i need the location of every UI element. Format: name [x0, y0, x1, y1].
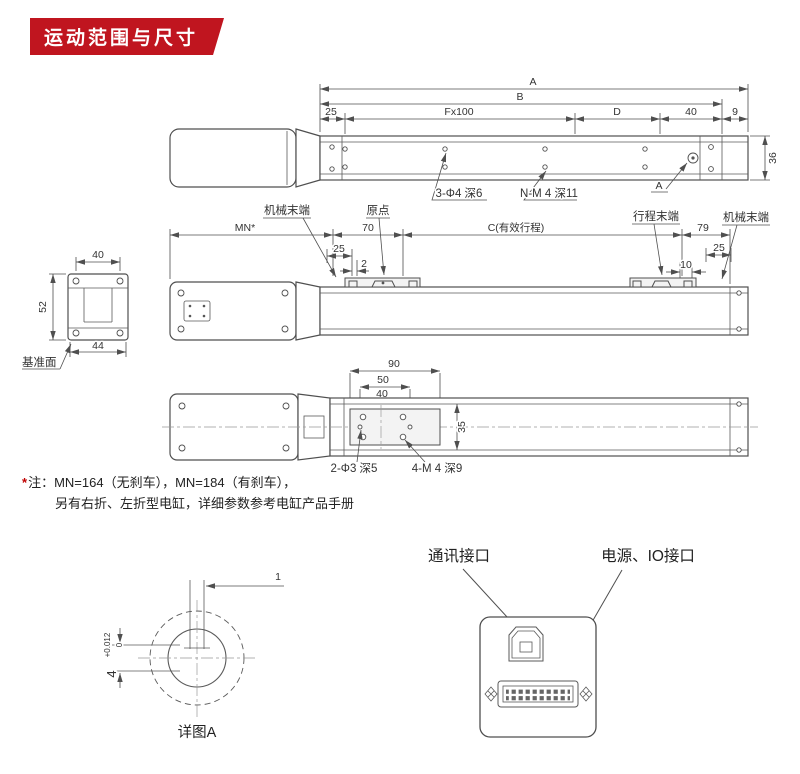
dim-25-top: 25: [325, 106, 337, 118]
dim-4: 4: [104, 670, 119, 677]
rail-body-top: [319, 135, 749, 181]
taper-top: [295, 128, 321, 188]
origin-label: 原点: [367, 204, 390, 217]
tolerance-upper: +0.012: [103, 632, 112, 657]
detail-a-view: 1 4 +0.012 0 详图A: [102, 570, 284, 743]
note-asterisk: *: [22, 475, 28, 490]
note-line-2: 另有右折、左折型电缸，详细参数参考电缸产品手册: [55, 496, 355, 511]
dim-90: 90: [388, 358, 400, 370]
dim-fx100: Fx100: [444, 106, 473, 118]
dim-35: 35: [456, 421, 468, 433]
dim-44: 44: [92, 340, 104, 352]
note-text-1: MN=164（无刹车），MN=184（有刹车），: [54, 475, 297, 490]
note-line-1: *注：MN=164（无刹车），MN=184（有刹车），: [22, 472, 354, 493]
note-label: 注：: [28, 475, 55, 490]
dim-79: 79: [697, 222, 709, 234]
dim-D: D: [613, 106, 621, 118]
dim-50: 50: [377, 374, 389, 386]
top-view: A B 25 Fx100 D 40 9 36 3-Φ: [169, 75, 781, 202]
bottom-view: 90 50 40: [162, 357, 758, 477]
section-body: [67, 273, 129, 341]
stroke-end-label: 行程末端: [633, 209, 679, 223]
dim-10: 10: [680, 259, 692, 271]
dim-9-top: 9: [732, 106, 738, 118]
taper-side: [295, 281, 321, 341]
motor-body-side: [169, 281, 297, 341]
dim-70: 70: [362, 222, 374, 234]
section-title-banner: 运动范围与尺寸: [30, 18, 224, 55]
dim-C-stroke: C(有效行程): [488, 221, 545, 234]
power-io-label: 电源、IO接口: [601, 547, 695, 565]
dim-1: 1: [275, 571, 281, 583]
threads-callout-bottom: 4-M 4 深9: [412, 461, 463, 475]
detail-a-marker: A: [655, 180, 662, 192]
dim-25-left: 25: [333, 243, 345, 255]
screw-left: [484, 686, 498, 702]
threads-callout-top: N-M 4 深11: [520, 186, 578, 200]
dim-B: B: [516, 91, 523, 103]
end-view: 40 52 44 基准面: [21, 248, 129, 371]
notes: *注：MN=164（无刹车），MN=184（有刹车）， 另有右折、左折型电缸，详…: [22, 472, 354, 514]
dim-40-top: 40: [685, 106, 697, 118]
detail-a-caption: 详图A: [178, 724, 217, 741]
io-connector: [497, 680, 579, 708]
mech-end-right-label: 机械末端: [723, 210, 769, 224]
detail-a-tolerance-dim: 4 +0.012 0: [102, 631, 126, 680]
screw-right: [579, 686, 593, 702]
side-view: 机械末端 原点 行程末端 机械末端 MN* 70 C(有效行程): [169, 202, 771, 341]
motor-connector: [183, 300, 211, 322]
dim-25-right: 25: [713, 242, 725, 254]
dim-A: A: [529, 76, 536, 88]
usb-connector: [508, 626, 544, 662]
holes-callout-top: 3-Φ4 深6: [436, 186, 483, 200]
motor-body-top: [169, 128, 297, 188]
dim-2: 2: [361, 258, 367, 270]
tolerance-lower: 0: [115, 642, 124, 647]
mech-end-left-label: 机械末端: [264, 203, 310, 217]
rail-body-side: [319, 286, 749, 336]
dim-MN: MN*: [235, 222, 255, 234]
dim-40-end: 40: [92, 249, 104, 261]
dim-52: 52: [37, 301, 49, 313]
section-title: 运动范围与尺寸: [44, 28, 199, 49]
dim-36: 36: [767, 152, 779, 164]
connector-panel: 通讯接口 电源、IO接口: [426, 546, 696, 738]
datum-label: 基准面: [22, 356, 57, 369]
panel-box: [479, 616, 597, 738]
holes-callout-bottom: 2-Φ3 深5: [331, 461, 378, 475]
comm-port-label: 通讯接口: [428, 547, 490, 565]
